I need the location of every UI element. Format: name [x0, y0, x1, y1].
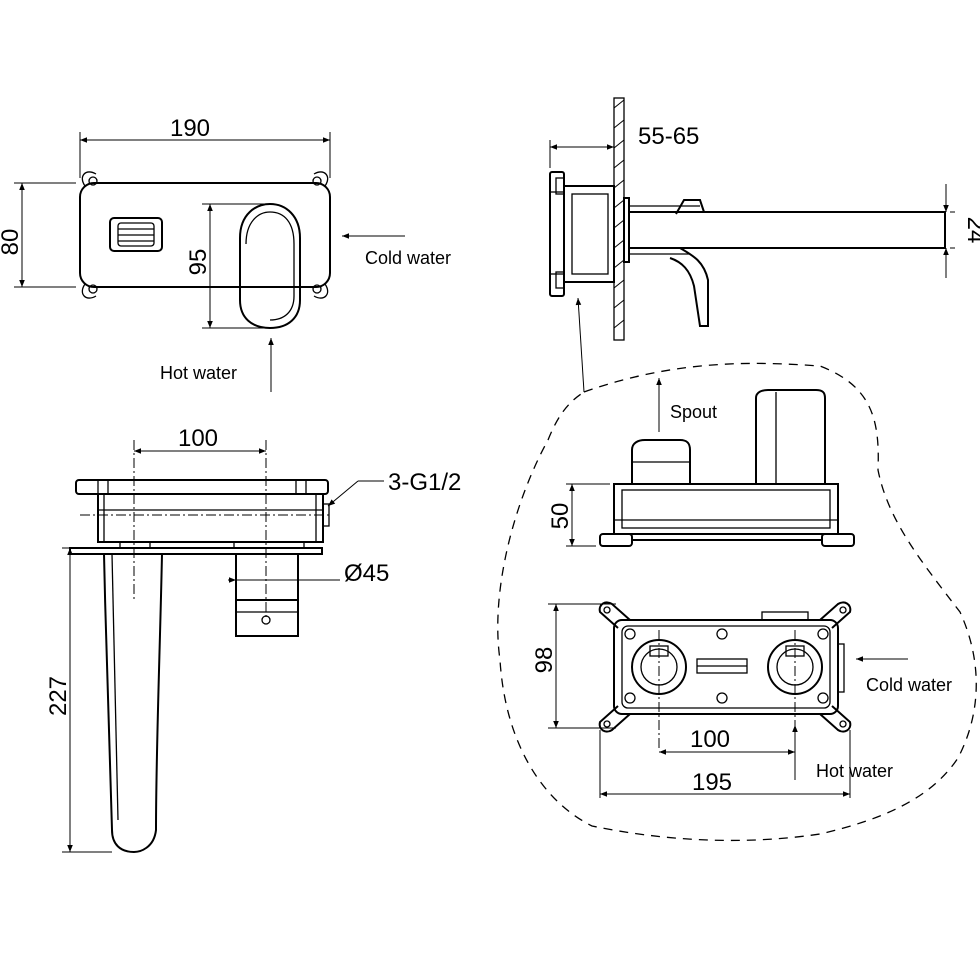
dim-body-depth-label: 50 — [547, 503, 574, 530]
cover-plate — [79, 182, 331, 288]
diverter-knob — [109, 217, 163, 252]
wall-hatching — [613, 99, 625, 329]
dim-front-width: 190 — [79, 115, 331, 178]
dim-spout-drop-label: 24 — [962, 217, 980, 244]
dim-body-depth: 50 — [547, 483, 610, 547]
dim-cartridge-diameter-label: Ø45 — [344, 560, 389, 587]
dim-front-height-label: 80 — [0, 229, 24, 256]
dim-handle-height: 95 — [185, 203, 268, 329]
side-view: 55-65 24 — [549, 97, 980, 393]
dim-body-center-spacing-label: 100 — [690, 726, 730, 753]
dim-handle-height-label: 95 — [185, 249, 212, 276]
dim-front-width-label: 190 — [170, 115, 210, 142]
dim-spout-length-label: 227 — [45, 676, 72, 716]
dim-spout-length: 227 — [45, 547, 112, 853]
thread-callout: 3-G1/2 — [327, 469, 461, 507]
cartridge-top — [235, 553, 299, 637]
dim-front-height: 80 — [0, 182, 76, 288]
dim-body-center-spacing: 100 — [659, 726, 795, 755]
valve-body-elevation — [599, 389, 855, 547]
dim-wall-thickness-label: 55-65 — [638, 123, 699, 150]
detail-leader — [575, 297, 585, 393]
dim-top-center-spacing: 100 — [134, 425, 266, 454]
in-wall-box-side — [549, 171, 615, 297]
mixer-handle — [239, 202, 301, 330]
thread-callout-label: 3-G1/2 — [388, 469, 461, 496]
front-view: 190 80 95 Cold water Hot water — [0, 115, 451, 392]
cold-water-label-body: Cold water — [866, 675, 952, 695]
spout-label: Spout — [670, 402, 717, 422]
dim-spout-drop: 24 — [943, 184, 980, 278]
spout-top — [102, 553, 164, 854]
spout-side — [623, 197, 946, 327]
hot-water-label-front: Hot water — [160, 363, 237, 383]
hot-water-label-body: Hot water — [816, 761, 893, 781]
cold-water-label-front: Cold water — [365, 248, 451, 268]
mounting-ears — [81, 171, 329, 299]
dim-body-height: 98 — [531, 603, 616, 729]
cover-plate-top — [75, 479, 330, 543]
dim-body-width: 195 — [599, 730, 851, 798]
top-view: 100 3-G1/2 Ø45 227 — [45, 425, 461, 854]
dim-top-center-spacing-label: 100 — [178, 425, 218, 452]
dim-body-height-label: 98 — [531, 647, 558, 674]
dim-cartridge-diameter: Ø45 — [228, 560, 389, 587]
dim-body-width-label: 195 — [692, 769, 732, 796]
dim-wall-thickness: 55-65 — [549, 123, 699, 168]
detail-bubble — [497, 362, 977, 842]
valve-body-plan — [598, 601, 852, 750]
detail-outline — [497, 362, 977, 842]
